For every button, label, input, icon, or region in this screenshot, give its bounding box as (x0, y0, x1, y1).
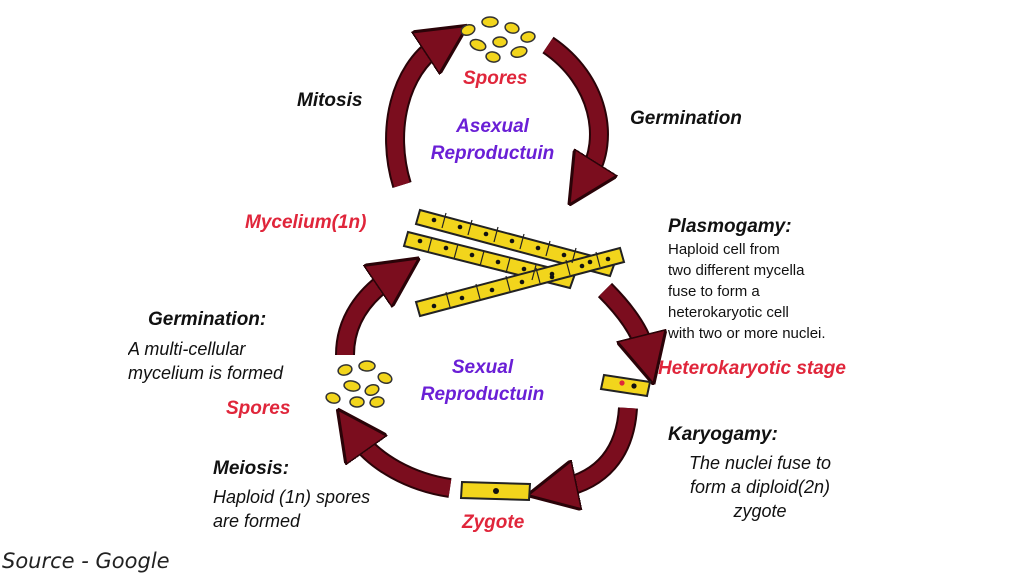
germination-label: Germination (630, 108, 742, 129)
plasmogamy-title: Plasmogamy: (668, 216, 792, 237)
sexual-germination-line: mycelium is formed (128, 363, 284, 383)
meiosis-description: Haploid (1n) spores are formed (213, 485, 370, 533)
asexual-title-line2: Reproductuin (430, 143, 555, 164)
plasmogamy-line: heterokaryotic cell (668, 304, 789, 321)
meiosis-title: Meiosis: (213, 458, 290, 479)
karyogamy-line: zygote (733, 501, 787, 521)
plasmogamy-line: fuse to form a (668, 283, 760, 300)
karyogamy-line: The nuclei fuse to (688, 453, 832, 473)
sexual-spores-cluster (325, 360, 393, 408)
plasmogamy-description: Haploid cell from two different mycella … (668, 239, 826, 344)
asexual-spores-cluster (460, 16, 536, 63)
asexual-cycle-arrows (385, 45, 599, 185)
karyogamy-title: Karyogamy: (668, 424, 778, 445)
sexual-title-line2: Reproductuin (420, 384, 545, 405)
heterokaryotic-cell (599, 373, 652, 398)
zygote-cell (459, 480, 532, 502)
source-caption: Source - Google (2, 549, 170, 573)
heterokaryotic-stage-label: Heterokaryotic stage (658, 358, 846, 379)
meiosis-line: Haploid (1n) spores (213, 487, 371, 507)
asexual-spores-label: Spores (463, 68, 528, 89)
plasmogamy-line: with two or more nuclei. (668, 325, 826, 342)
mycelium-hyphae (402, 208, 626, 318)
plasmogamy-line: Haploid cell from (668, 241, 780, 258)
mitosis-label: Mitosis (297, 90, 363, 111)
sexual-germination-line: A multi-cellular (128, 339, 246, 359)
karyogamy-description: The nuclei fuse to form a diploid(2n) zy… (660, 451, 860, 523)
meiosis-line: are formed (213, 511, 301, 531)
sexual-title-line1: Sexual (451, 357, 514, 378)
zygote-label: Zygote (462, 512, 525, 533)
sexual-germination-title: Germination: (148, 309, 267, 330)
sexual-spores-label: Spores (226, 398, 291, 419)
sexual-germination-description: A multi-cellular mycelium is formed (128, 337, 318, 385)
plasmogamy-line: two different mycella (668, 262, 805, 279)
asexual-title-line1: Asexual (456, 116, 529, 137)
hypha-1 (414, 208, 617, 278)
mycelium-label: Mycelium(1n) (245, 212, 367, 233)
sexual-cycle-arrows (335, 278, 645, 488)
karyogamy-line: form a diploid(2n) (689, 477, 831, 497)
